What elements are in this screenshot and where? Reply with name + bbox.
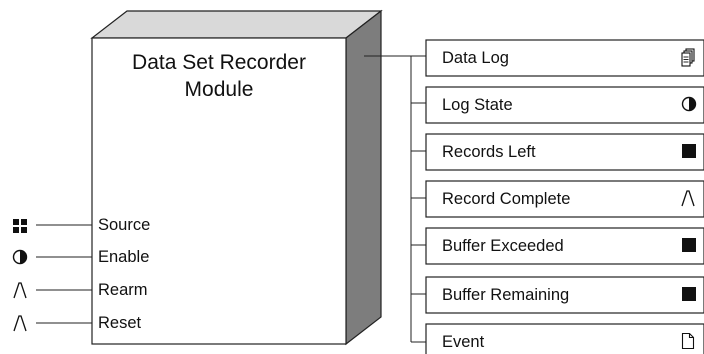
output-label-data-log: Data Log	[442, 49, 509, 67]
input-label-enable: Enable	[98, 248, 150, 266]
module-front-face	[91, 37, 347, 345]
boolean-half-circle-icon	[12, 249, 28, 265]
output-box-buffer-exceeded	[425, 227, 704, 265]
output-box-records-left	[425, 133, 704, 171]
output-box-buffer-remaining	[425, 276, 704, 314]
log-pages-icon	[681, 48, 695, 67]
output-box-log-state	[425, 86, 704, 124]
numeric-quad-icon	[13, 219, 27, 233]
output-label-records-left: Records Left	[442, 143, 536, 161]
numeric-square-icon	[682, 287, 696, 301]
event-page-icon	[681, 332, 695, 350]
boolean-half-circle-icon	[681, 96, 697, 112]
output-label-record-complete: Record Complete	[442, 190, 571, 208]
output-label-buffer-exceeded: Buffer Exceeded	[442, 237, 564, 255]
module-title-line1: Data Set Recorder	[132, 51, 306, 74]
pulse-icon	[13, 315, 27, 332]
numeric-square-icon	[682, 238, 696, 252]
output-branches	[411, 102, 426, 343]
pulse-icon	[681, 190, 695, 207]
module-title-line2: Module	[184, 78, 254, 101]
output-box-data-log	[425, 39, 704, 77]
output-label-event: Event	[442, 333, 485, 351]
pulse-icon	[13, 282, 27, 299]
output-label-buffer-remaining: Buffer Remaining	[442, 286, 570, 304]
input-label-source: Source	[98, 216, 151, 234]
output-box-event	[425, 323, 704, 354]
module-top-face	[90, 10, 383, 39]
input-label-rearm: Rearm	[98, 281, 148, 299]
output-boxes	[425, 39, 704, 354]
output-label-log-state: Log State	[442, 96, 513, 114]
module-side-face	[345, 9, 382, 346]
input-label-reset: Reset	[98, 314, 142, 332]
numeric-square-icon	[682, 144, 696, 158]
output-box-record-complete	[425, 180, 704, 218]
